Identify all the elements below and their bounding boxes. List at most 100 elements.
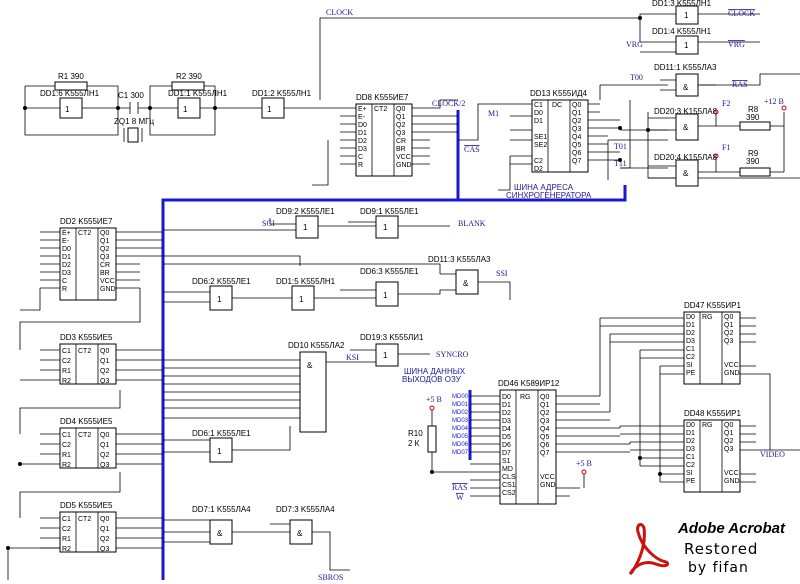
dd4-counter	[59, 427, 117, 469]
blank-signal: BLANK	[458, 219, 486, 228]
md-line-label: MD07	[452, 450, 469, 456]
sbros-signal: SBROS	[318, 573, 343, 582]
dd4-type-label: CT2	[78, 432, 91, 439]
dd48-output-label: Q0	[724, 422, 733, 429]
dd2-output-label: CR	[100, 262, 110, 269]
video-signal: VIDEO	[760, 450, 785, 459]
dd8-output-label: VCC	[396, 154, 411, 161]
plus5b-signal: +5 В	[576, 459, 592, 468]
dd48-input-label: D2	[686, 438, 695, 445]
dd10-nand8	[299, 351, 327, 433]
or-symbol: 1	[217, 295, 222, 304]
dd46-input-label: S1	[502, 458, 511, 465]
dd7-3-title: DD7:3 K555ЛА4	[276, 505, 335, 514]
dd8-output-label: CR	[396, 138, 406, 145]
dd3-input-label: R1	[62, 368, 71, 375]
dd46-output-label: VCC	[540, 474, 555, 481]
dd13-output-label: Q2	[572, 118, 581, 125]
dd5-input-label: C1	[62, 516, 71, 523]
zq1-crystal	[127, 127, 139, 143]
dd13-output-label: Q6	[572, 150, 581, 157]
dd1-6-title: DD1:6 K555ЛН1	[40, 89, 100, 98]
dd46-output-label: Q5	[540, 434, 549, 441]
dd46-input-label: CS2	[502, 490, 516, 497]
dd2-title: DD2 K555ИЕ7	[60, 217, 113, 226]
dd47-output-label: Q2	[724, 330, 733, 337]
dd46-output-label: Q4	[540, 426, 549, 433]
or-symbol: 1	[383, 351, 388, 360]
dd48-shift-register	[683, 419, 741, 493]
dd13-output-label: Q0	[572, 102, 581, 109]
dd6-1-title: DD6:1 K555ЛЕ1	[192, 429, 251, 438]
syncro-signal: SYNCRO	[436, 350, 469, 359]
dd48-input-label: D0	[686, 422, 695, 429]
dd3-input-label: C2	[62, 358, 71, 365]
dd47-output-label: Q3	[724, 338, 733, 345]
clock-signal: CLOCK	[326, 8, 353, 17]
dd48-input-label: D1	[686, 430, 695, 437]
r10-resistor	[427, 425, 437, 453]
dd20-4-nand	[675, 159, 699, 187]
dd46-input-label: D0	[502, 394, 511, 401]
dd46-input-label: D1	[502, 402, 511, 409]
r9-value: 390	[746, 157, 760, 166]
dd8-output-label: BR	[396, 146, 406, 153]
dd46-register	[499, 389, 557, 505]
dd5-output-label: Q0	[100, 516, 109, 523]
and-symbol: &	[683, 123, 689, 132]
dd2-type-label: CT2	[78, 230, 91, 237]
dd48-input-label: C1	[686, 454, 695, 461]
dd3-output-label: Q0	[100, 348, 109, 355]
md-line-label: MD06	[452, 442, 469, 448]
dd2-output-label: Q3	[100, 254, 109, 261]
dd1-3-title: DD1:3 K555ЛН1	[652, 0, 712, 8]
dd3-input-label: R2	[62, 378, 71, 385]
main-bus	[161, 110, 460, 580]
vrg-signal: VRG	[626, 40, 643, 49]
and-symbol: &	[297, 529, 303, 538]
dd46-output-label: Q0	[540, 394, 549, 401]
r8-resistor	[739, 121, 771, 131]
dd8-output-label: GND	[396, 162, 412, 169]
r8-value: 390	[746, 113, 760, 122]
r9-label: R9	[748, 149, 759, 158]
dd48-output-label: GND	[724, 478, 740, 485]
dd7-1-title: DD7:1 K555ЛА4	[192, 505, 251, 514]
dd1-6-inverter	[59, 97, 83, 119]
dd8-counter	[355, 103, 413, 177]
dd47-input-label: D0	[686, 314, 695, 321]
dd6-2-title: DD6:2 K555ЛЕ1	[192, 277, 251, 286]
dd1-1-inverter	[177, 97, 201, 119]
dd46-input-label: D4	[502, 426, 511, 433]
dd46-output-label: Q1	[540, 402, 549, 409]
dd9-2-title: DD9:2 K555ЛЕ1	[276, 207, 335, 216]
dd13-output-label: Q3	[572, 126, 581, 133]
dd3-title: DD3 K555ИЕ5	[60, 333, 113, 342]
acrobat-icon	[628, 523, 670, 576]
dd3-counter	[59, 343, 117, 385]
dd20-3-title: DD20:3 K155ЛА8	[654, 107, 718, 116]
dd20-4-title: DD20:4 K155ЛА8	[654, 153, 718, 162]
dd3-output-label: Q1	[100, 358, 109, 365]
dd5-input-label: R2	[62, 546, 71, 553]
dd46-output-label: Q3	[540, 418, 549, 425]
sgi-signal: SGI	[262, 219, 275, 228]
dd5-input-label: R1	[62, 536, 71, 543]
dd13-input-label: C2	[534, 158, 543, 165]
dd47-input-label: PE	[686, 370, 696, 377]
dd1-5-title: DD1:5 K555ЛН1	[276, 277, 336, 286]
data-bus-label-2: ВЫХОДОВ ОЗУ	[402, 375, 462, 384]
dd48-output-label: Q2	[724, 438, 733, 445]
dd19-3-title: DD19:3 K555ЛИ1	[360, 333, 424, 342]
and-symbol: &	[683, 169, 689, 178]
dd47-input-label: D1	[686, 322, 695, 329]
dd2-output-label: Q0	[100, 230, 109, 237]
dd5-output-label: Q2	[100, 536, 109, 543]
dd2-input-label: E-	[62, 238, 70, 245]
dd8-title: DD8 K555ИЕ7	[356, 93, 409, 102]
ras-bar-signal: RAS	[732, 80, 748, 89]
zq1-label: ZQ1 8 МГц	[114, 117, 154, 126]
or-symbol: 1	[303, 223, 308, 232]
dd8-input-label: D0	[358, 122, 367, 129]
dd8-input-label: E+	[358, 106, 367, 113]
